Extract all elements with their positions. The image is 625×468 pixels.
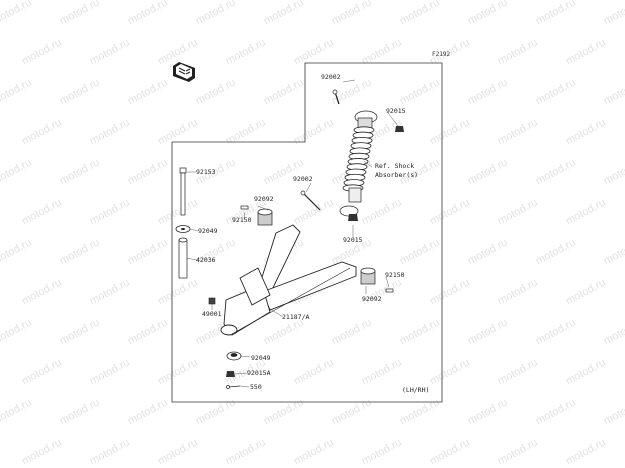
part-label-49001: 49001 [202, 310, 222, 318]
pivot-bolt [179, 167, 187, 216]
part-label-92092-right: 92092 [362, 295, 382, 303]
nut-92015-mid [348, 214, 358, 221]
part-label-92015-mid: 92015 [343, 236, 363, 244]
part-label-92153: 92153 [196, 168, 216, 176]
part-label-92150-left: 92150 [232, 216, 252, 224]
side-note: (LH/RH) [402, 386, 430, 394]
part-label-92002-top: 92002 [321, 73, 341, 81]
part-label-92049-top: 92049 [198, 227, 218, 235]
bushing-92092-left [257, 208, 273, 226]
collar-42036 [178, 237, 188, 279]
part-label-21187a: 21187/A [282, 313, 310, 321]
figure-code: F2192 [432, 51, 451, 58]
diagram-frame [171, 62, 443, 403]
nut-92015a [226, 371, 235, 377]
shock-absorber [300, 89, 378, 217]
reference-note-line-2: Absorber(s) [375, 171, 419, 179]
grease-nipple [208, 297, 216, 305]
reference-note-line-1: Ref. Shock [375, 162, 415, 170]
part-label-92150-right: 92150 [385, 271, 405, 279]
part-label-92049-bottom: 92049 [251, 354, 271, 362]
nut-92015-top [395, 126, 404, 132]
reference-note: Ref. Shock Absorber(s) [375, 162, 418, 180]
leader-lines [186, 79, 399, 388]
shock-spring-coils [342, 126, 375, 192]
washer-92049-bottom [226, 351, 242, 361]
part-label-42036: 42036 [196, 256, 216, 264]
part-label-92015-top: 92015 [386, 107, 406, 115]
bolt-92150-left [240, 205, 249, 210]
part-label-92002-mid: 92002 [293, 175, 313, 183]
part-label-550: 550 [250, 383, 262, 391]
bushing-92092-right [360, 267, 376, 285]
part-label-92092-left: 92092 [254, 195, 274, 203]
bolt-92150-right [385, 288, 394, 293]
manual-book-icon [173, 62, 195, 82]
part-label-92015a: 92015A [247, 369, 271, 377]
swing-arm [220, 224, 357, 336]
cotter-pin-550 [226, 385, 241, 389]
